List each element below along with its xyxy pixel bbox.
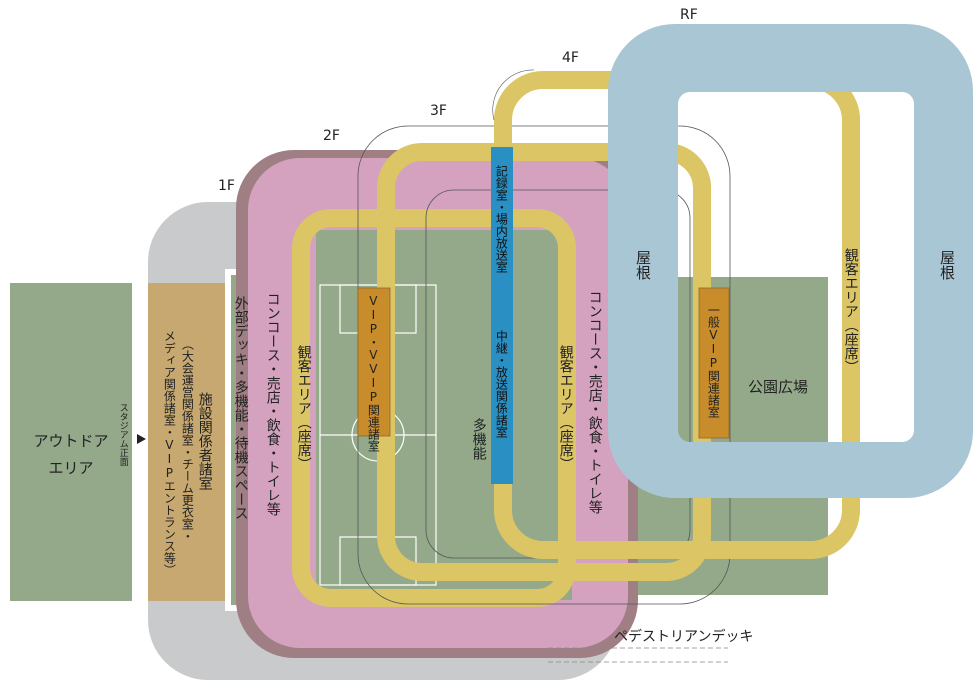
seating-ring-2f <box>292 209 576 607</box>
floor-label-rf: RF <box>680 7 698 23</box>
roof-ring <box>608 24 973 498</box>
concourse-label-right: コンコース・売店・飲食・トイレ等 <box>586 290 603 514</box>
roof-label-right: 屋根 <box>938 250 956 280</box>
seating-ring-4f-outline <box>492 69 535 121</box>
general-vip-box <box>698 287 730 439</box>
floor-label-2f: 2F <box>323 128 340 144</box>
broadcast-label: 中継・放送関係諸室 <box>494 330 509 438</box>
facility-block <box>148 283 228 601</box>
vip-label: VIP・VVIP関連諸室 <box>366 294 381 452</box>
seats-label-left: 観客エリア（座席） <box>295 345 312 471</box>
floor-label-1f: 1F <box>218 178 235 194</box>
concourse-label-left: コンコース・売店・飲食・トイレ等 <box>264 292 281 516</box>
floor-label-3f: 3F <box>430 103 447 119</box>
seats-label-right: 観客エリア（座席） <box>557 345 574 471</box>
park-plaza-label: 公園広場 <box>748 378 809 396</box>
facility-sub2: メディア関係諸室・VIPエントランス等） <box>162 330 177 576</box>
outdoor-area-label: アウトドア エリア <box>33 432 109 477</box>
vip-box <box>357 287 391 437</box>
facility-sub1: （大会運営関係諸室・チーム更衣室・ <box>180 338 195 542</box>
facility-label: 施設関係者諸室 <box>196 392 213 490</box>
general-vip-label: 一般VIP関連諸室 <box>706 304 721 418</box>
pedestrian-deck-label: ペデストリアンデッキ <box>614 629 754 645</box>
stadium-front-label: スタジアム正面 <box>117 403 128 466</box>
roof-label-left: 屋根 <box>634 250 652 280</box>
seats-label-rf: 観客エリア（座席） <box>842 248 859 374</box>
seating-ring-4f-inner <box>678 92 860 442</box>
arrow-right-icon <box>137 434 146 444</box>
floor-label-4f: 4F <box>562 50 579 66</box>
multi-purpose-label: 多機能 <box>470 418 487 460</box>
external-deck-label: 外部デッキ・多機能・待機スペース <box>232 296 249 520</box>
recording-label: 記録室・場内放送室 <box>494 165 509 273</box>
recording-broadcast-band <box>491 147 513 484</box>
outdoor-area-block <box>10 283 132 601</box>
